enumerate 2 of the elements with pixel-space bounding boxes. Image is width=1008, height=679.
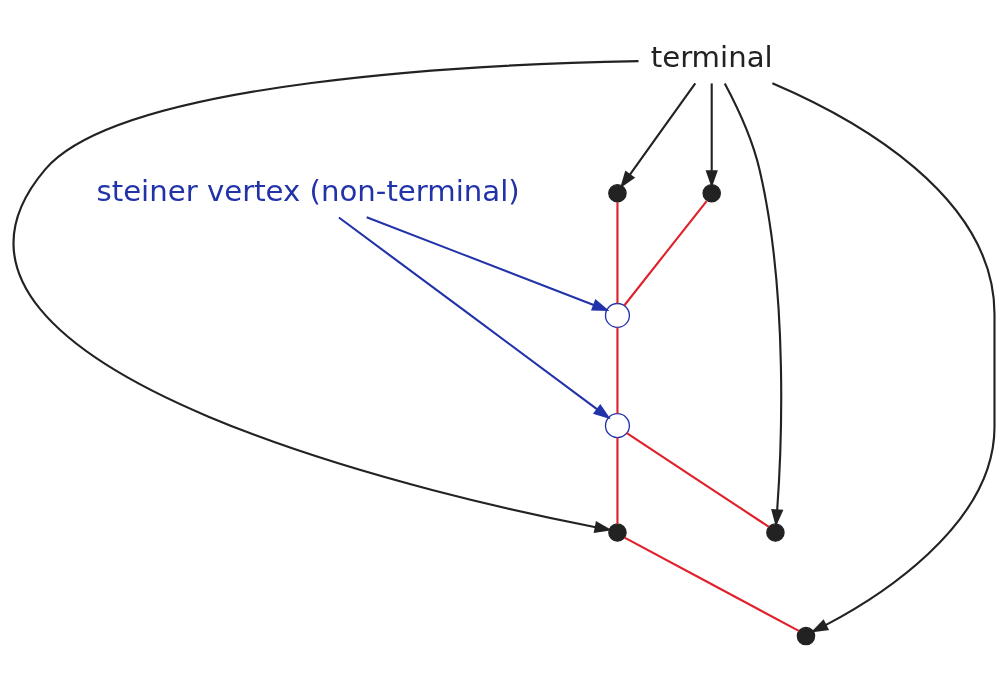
node-text: terminal — [650, 39, 773, 74]
node-text: steiner vertex (non-terminal) — [96, 173, 520, 208]
